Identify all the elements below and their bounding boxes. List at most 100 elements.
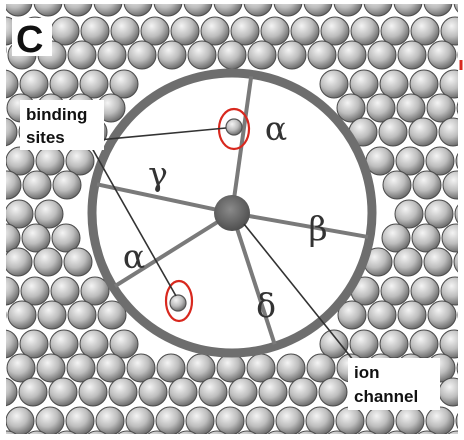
lipid-bead [258, 377, 288, 407]
lipid-bead [66, 353, 96, 383]
lipid-bead [379, 69, 409, 99]
lipid-bead [333, 4, 363, 17]
lipid-bead [453, 251, 458, 273]
lipid-bead [417, 430, 437, 434]
lipid-bead [108, 377, 138, 407]
lipid-bead [379, 329, 409, 359]
subunit-boundary [232, 76, 254, 198]
pointer-to-top-site [87, 127, 227, 142]
lipid-bead [51, 223, 81, 253]
lipid-bead [6, 199, 34, 229]
binding-sites-label: binding sites [20, 100, 104, 150]
lipid-bead [207, 430, 227, 434]
lipid-bead [337, 40, 367, 70]
lipid-bead [21, 223, 51, 253]
lipid-bead [336, 93, 366, 123]
lipid-bead [427, 40, 457, 70]
lipid-bead [237, 430, 257, 434]
lipid-bead [425, 406, 455, 434]
lipid-bead [19, 69, 49, 99]
lipid-bead [243, 4, 273, 17]
subunit-boundary [96, 182, 217, 212]
lipid-bead [438, 117, 458, 147]
lipid-bead [230, 16, 260, 46]
lipid-bead [177, 430, 197, 434]
lipid-bead [306, 353, 336, 383]
lipid-bead [442, 170, 458, 200]
binding-label-line1: binding [26, 105, 87, 124]
ion-label-line1: ion [354, 363, 380, 382]
lipid-bead [138, 377, 168, 407]
subunit-delta: δ [256, 286, 276, 325]
subunit-beta: β [308, 209, 327, 248]
lipid-bead [65, 406, 95, 434]
lipid-bead [290, 16, 320, 46]
lipid-bead [80, 16, 110, 46]
ion-channel-label: ion channel [348, 358, 440, 410]
lipid-bead [37, 300, 67, 330]
lipid-bead [96, 353, 126, 383]
lipid-bead [275, 406, 305, 434]
lipid-bead [6, 146, 35, 176]
lipid-bead [6, 117, 18, 147]
lipid-bead [49, 69, 79, 99]
lipid-bead [6, 223, 21, 253]
lipid-bead [170, 16, 200, 46]
lipid-bead [35, 146, 65, 176]
lipid-bead [6, 353, 36, 383]
lipid-bead [380, 276, 410, 306]
lipid-bead [409, 329, 439, 359]
lipid-bead [423, 247, 453, 277]
lipid-bead [97, 40, 127, 70]
lipid-bead [49, 329, 79, 359]
lipid-bead [110, 16, 140, 46]
lipid-bead [260, 16, 290, 46]
lipid-bead [397, 40, 427, 70]
lipid-bead [440, 276, 458, 306]
lipid-bead [454, 204, 458, 224]
lipid-bead [297, 430, 317, 434]
lipid-bead [63, 4, 93, 17]
lipid-bead [327, 430, 347, 434]
lipid-bead [409, 69, 439, 99]
lipid-bead [80, 276, 110, 306]
lipid-bead [439, 329, 458, 359]
lipid-bead [6, 430, 17, 434]
lipid-bead [33, 247, 63, 277]
lipid-bead [387, 430, 407, 434]
lipid-bead [335, 406, 365, 434]
lipid-bead [425, 146, 455, 176]
lipid-bead [183, 4, 213, 17]
lipid-bead [117, 430, 137, 434]
subunit-boundary [247, 213, 369, 239]
lipid-bead [67, 40, 97, 70]
lipid-bead [67, 300, 97, 330]
lipid-bead [6, 69, 19, 99]
lipid-bead [6, 377, 18, 407]
lipid-bead [57, 430, 77, 434]
lipid-bead [349, 69, 379, 99]
subunit-boundary [235, 227, 277, 345]
lipid-bead [395, 406, 425, 434]
lipid-bead [213, 4, 243, 17]
lipid-bead [245, 406, 275, 434]
lipid-bead [357, 430, 377, 434]
lipid-bead [185, 406, 215, 434]
lipid-bead [6, 4, 33, 17]
lipid-bead [215, 406, 245, 434]
lipid-bead [396, 93, 426, 123]
lipid-bead [318, 377, 348, 407]
subunit-gamma: γ [148, 154, 168, 193]
lipid-bead [87, 430, 107, 434]
lipid-bead [33, 4, 63, 17]
lipid-bead [157, 40, 187, 70]
lipid-bead [319, 69, 349, 99]
lipid-bead [367, 300, 397, 330]
subunit-boundaries [96, 76, 369, 345]
lipid-bead [79, 329, 109, 359]
subunit-labels: α β δ α γ [123, 109, 328, 325]
lipid-bead [18, 377, 48, 407]
binding-site-highlight-circle [164, 279, 194, 323]
lipid-bead [367, 40, 397, 70]
